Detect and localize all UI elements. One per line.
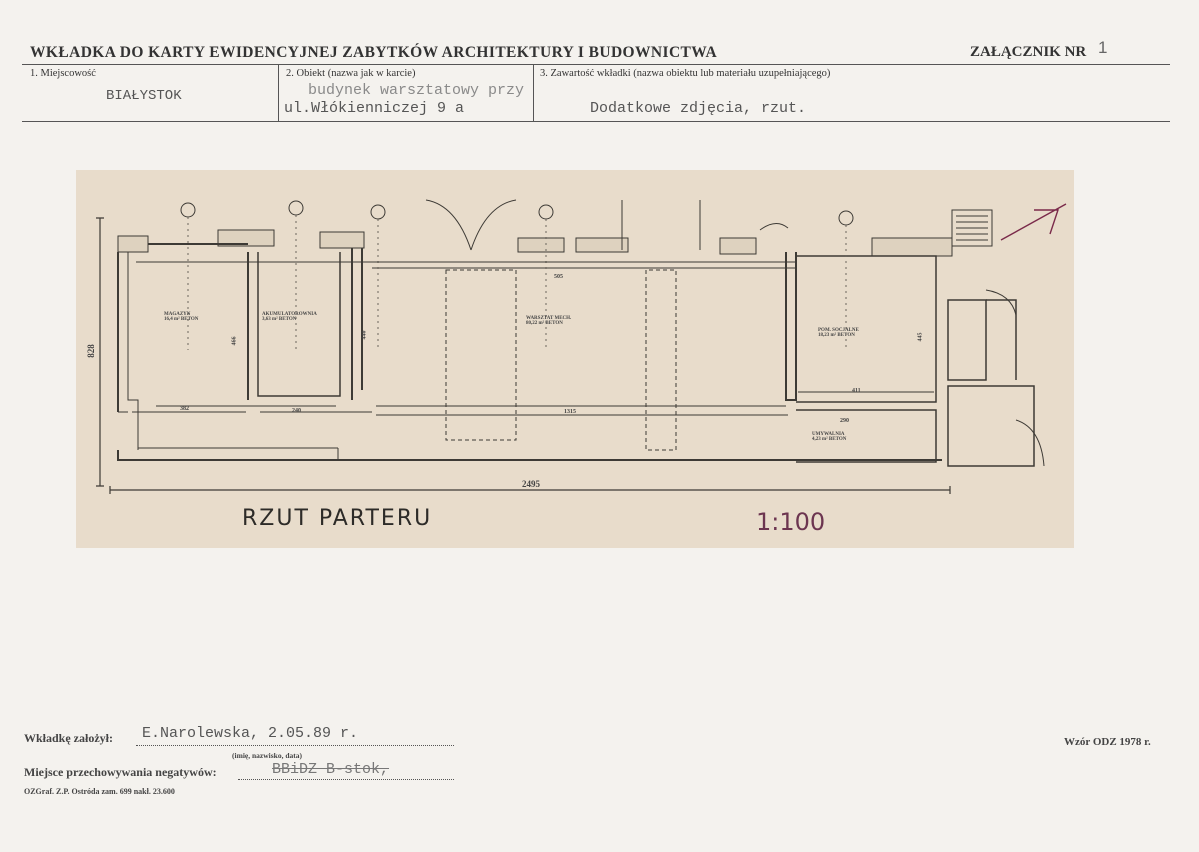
dim-240: 240 — [292, 408, 301, 414]
dim-440: 440 — [361, 330, 368, 340]
document-title: WKŁADKA DO KARTY EWIDENCYJNEJ ZABYTKÓW A… — [30, 44, 718, 61]
storage-value: BBiDZ B-stok, — [272, 761, 390, 778]
dim-382: 382 — [180, 406, 189, 412]
dim-445: 445 — [917, 332, 924, 342]
plan-title: RZUT PARTERU — [242, 506, 433, 531]
header-rule-bottom — [22, 121, 1170, 122]
dim-total-length: 2495 — [522, 479, 540, 489]
founded-value: E.Narolewska, 2.05.89 r. — [142, 725, 359, 742]
field-divider-1 — [278, 64, 279, 121]
annex-label: ZAŁĄCZNIK NR — [970, 44, 1087, 60]
object-value-line2: ul.Włókienniczej 9 a — [284, 100, 465, 117]
print-info: OZGraf. Z.P. Ostróda zam. 699 nakł. 23.6… — [24, 787, 175, 796]
storage-label: Miejsce przechowywania negatywów: — [24, 765, 217, 779]
dim-left-height: 828 — [85, 344, 96, 358]
plan-scale: 1:100 — [756, 508, 826, 536]
annex-number: 1 — [1098, 38, 1108, 57]
dim-290: 290 — [840, 418, 849, 424]
content-label: 3. Zawartość wkładki (nazwa obiektu lub … — [540, 68, 831, 79]
locality-label: 1. Miejscowość — [30, 68, 96, 79]
room-warsztat-label: WARSZTAT MECH.80,22 m² BETON — [526, 316, 572, 326]
locality-value: BIAŁYSTOK — [106, 88, 182, 104]
dim-workshop-length: 1315 — [564, 409, 576, 415]
content-value: Dodatkowe zdjęcia, rzut. — [590, 100, 807, 117]
pattern-label: Wzór ODZ 1978 r. — [1064, 736, 1151, 748]
founded-underline — [136, 745, 454, 746]
dim-505: 505 — [554, 274, 563, 280]
founded-hint: (imię, nazwisko, data) — [232, 751, 302, 760]
founded-label: Wkładkę założył: — [24, 731, 113, 745]
floor-plan-drawing — [96, 199, 1067, 494]
storage-underline — [238, 779, 454, 780]
header-rule-top — [22, 64, 1170, 65]
field-divider-2 — [533, 64, 534, 121]
dim-411: 411 — [852, 388, 861, 394]
dim-466: 466 — [231, 336, 238, 346]
object-label: 2. Obiekt (nazwa jak w karcie) — [286, 68, 416, 79]
object-value-line1: budynek warsztatowy przy — [308, 82, 525, 99]
